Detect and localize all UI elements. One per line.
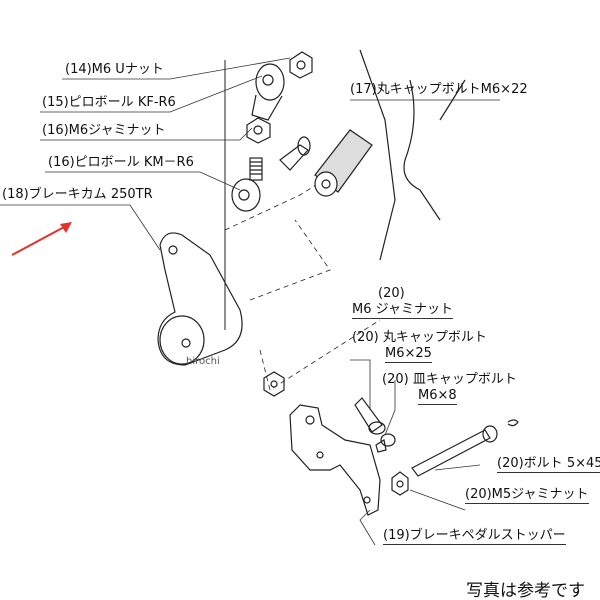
frame-outline (359, 49, 396, 261)
threaded-rod-part (249, 157, 263, 181)
bolt-5x45-part (411, 429, 491, 477)
label-18-brake-cam: (18)ブレーキカム 250TR (2, 187, 153, 202)
label-20-num: (20) (378, 286, 405, 301)
label-17-cap-bolt: (17)丸キャップボルトM6×22 (350, 82, 528, 97)
red-pointer-arrow (11, 222, 72, 256)
pillow-ball-km-part (231, 178, 261, 212)
jam-nut-part (246, 117, 271, 144)
label-16-jam-nut: (16)M6ジャミナット (42, 123, 166, 138)
u-nut-part (289, 51, 313, 79)
nut-part (263, 371, 285, 397)
label-15-pillow-ball-kf: (15)ピロボール KF-R6 (42, 95, 176, 110)
label-20-round-cap-bolt: (20) 丸キャップボルト (352, 330, 487, 345)
label-19-brake-pedal-stopper: (19)ブレーキペダルストッパー (383, 528, 566, 545)
label-14-u-nut: (14)M6 Uナット (65, 62, 164, 77)
m5-jam-nut-part (391, 471, 409, 496)
flat-cap-bolt-m6x8-part (380, 433, 396, 447)
reference-note: 写真は参考です (466, 581, 585, 600)
label-20-round-cap-bolt-size: M6×25 (385, 346, 432, 363)
watermark: hirochi (186, 356, 220, 367)
round-cap-bolt-m6x25-part (354, 397, 383, 433)
cap-bolt-m6x22-part (279, 144, 309, 171)
leader-lines (0, 57, 500, 546)
label-20-flat-cap-bolt-size: M6×8 (418, 388, 457, 405)
label-20-bolt-5x45: (20)ボルト 5×45 (497, 456, 600, 473)
frame-outline-2 (403, 79, 441, 221)
pillow-ball-kf-part (255, 63, 285, 101)
label-20-flat-cap-bolt: (20) 皿キャップボルト (382, 372, 517, 387)
brake-pedal-stopper-part (289, 404, 381, 516)
brake-cam-part (157, 232, 243, 366)
label-16-pillow-ball-km: (16)ピロボール KM－R6 (48, 155, 194, 170)
label-20-m6-jam-nut: M6 ジャミナット (352, 302, 453, 319)
label-20-m5-jam-nut: (20)M5ジャミナット (465, 487, 589, 504)
